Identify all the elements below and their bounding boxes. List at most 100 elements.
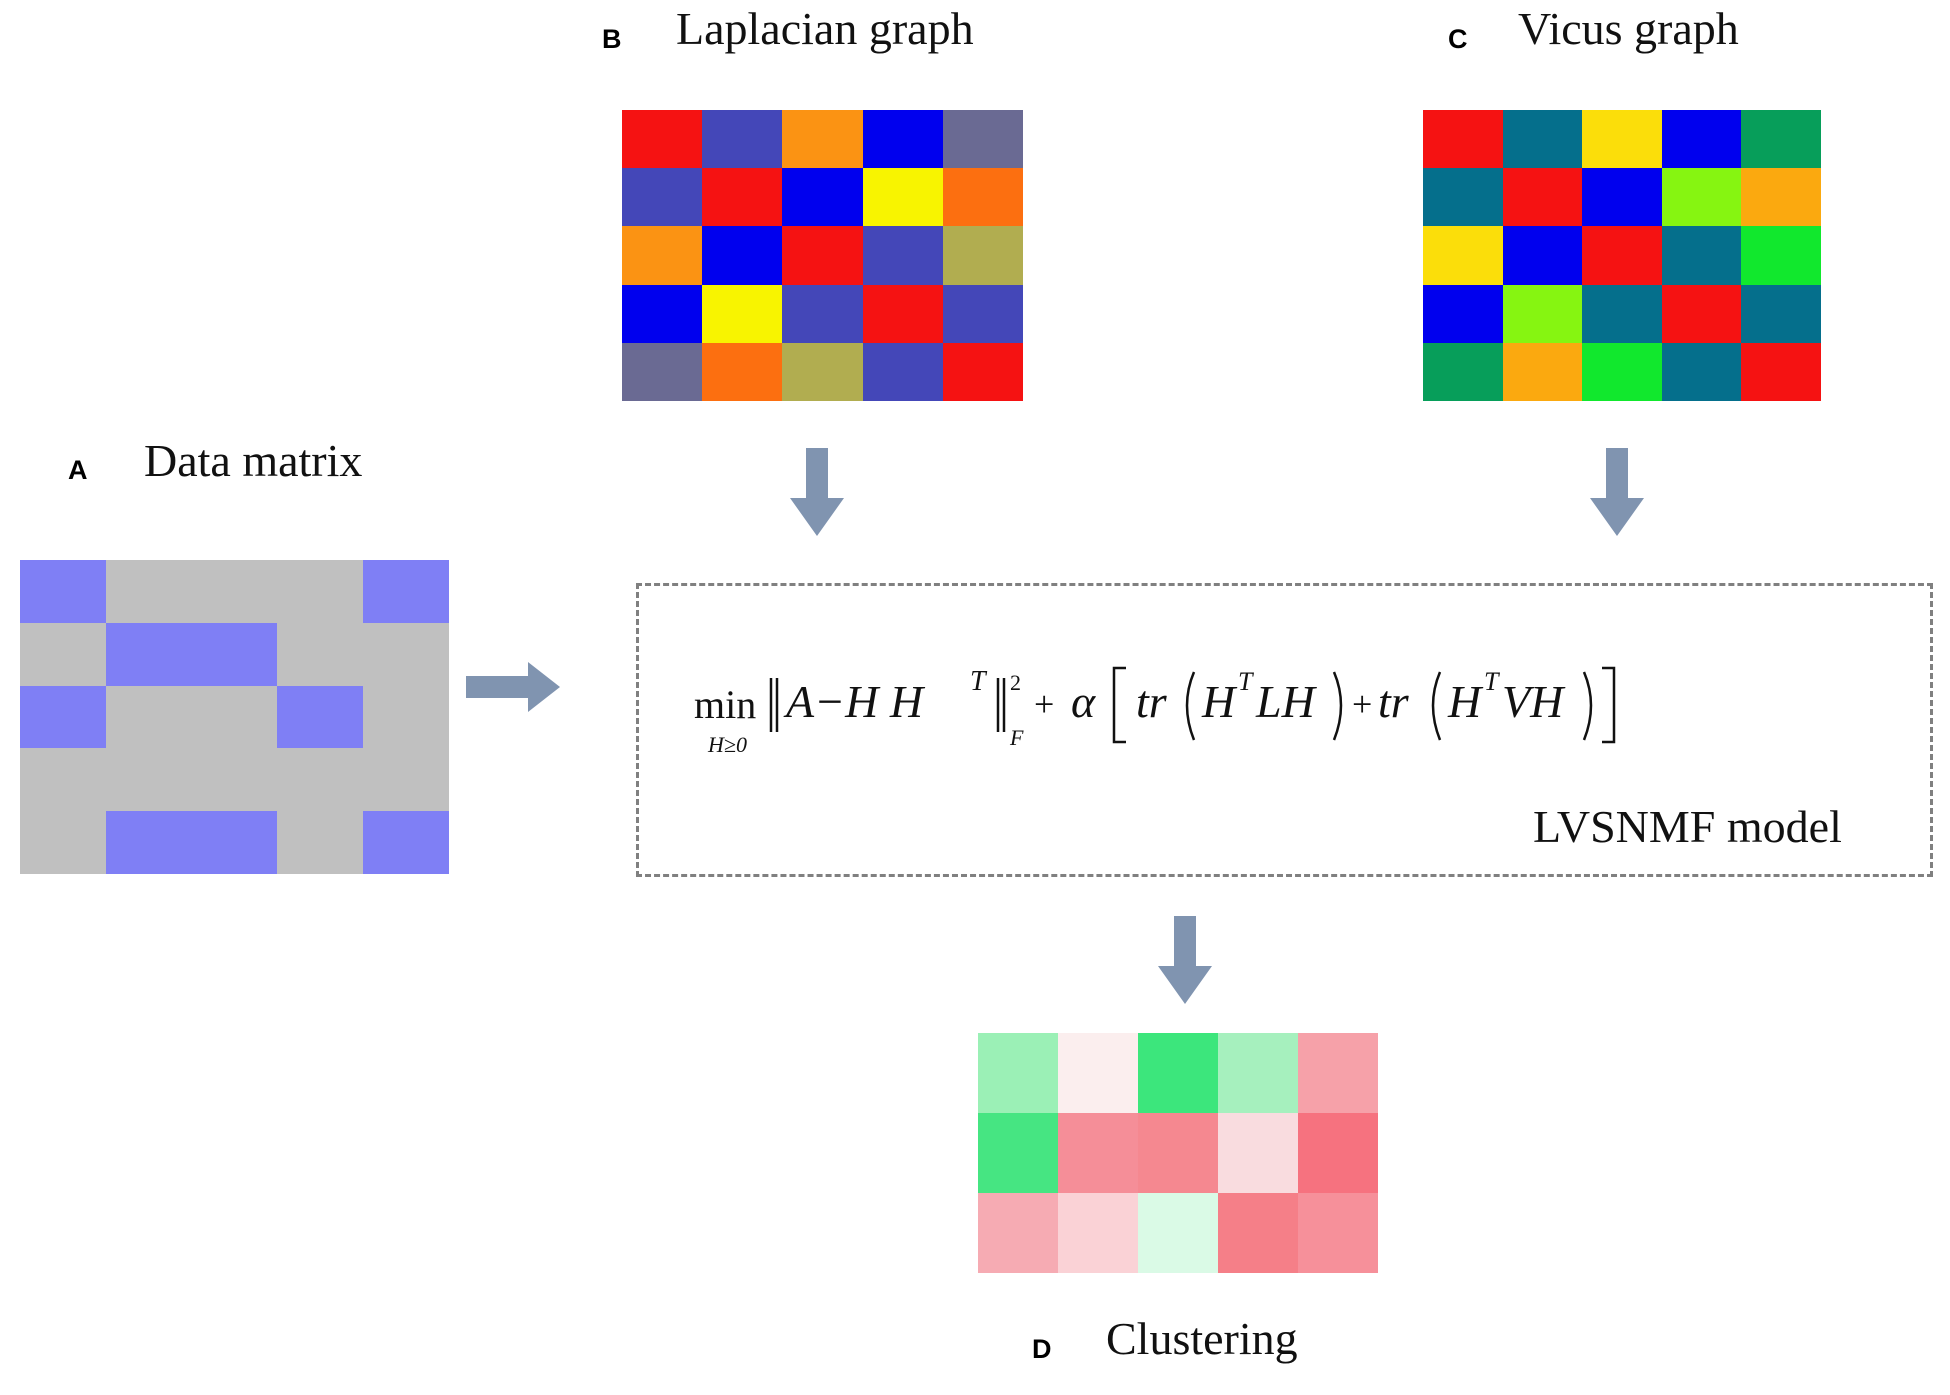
vicus-cell: [1661, 342, 1742, 401]
clustering-cell: [978, 1033, 1058, 1113]
laplacian-cell: [942, 342, 1023, 401]
laplacian-cell: [702, 168, 783, 227]
data-matrix-cell: [191, 560, 278, 623]
vicus-cell: [1661, 168, 1742, 227]
clustering-cell: [1218, 1193, 1298, 1273]
vicus-cell: [1502, 342, 1583, 401]
data-matrix-cell: [105, 811, 192, 874]
data-matrix-cell: [105, 748, 192, 812]
panel-d-letter: D: [1032, 1334, 1052, 1364]
laplacian-cell: [622, 168, 703, 227]
data-matrix-cell: [20, 622, 106, 686]
panel-b-title: Laplacian graph: [676, 3, 974, 54]
clustering-cell: [1058, 1193, 1138, 1273]
laplacian-cell: [862, 226, 943, 285]
vicus-cell: [1423, 226, 1503, 285]
data-matrix-cell: [277, 748, 364, 812]
formula-alpha: α: [1071, 676, 1096, 727]
data-matrix-cell: [277, 560, 364, 623]
formula-term1-sup: T: [1238, 667, 1254, 696]
clustering-cell: [1138, 1113, 1218, 1193]
data-matrix-cell: [20, 560, 106, 623]
laplacian-cell: [862, 342, 943, 401]
data-matrix-cell: [277, 622, 364, 686]
clustering-grid: [978, 1033, 1378, 1273]
panel-a-letter: A: [68, 455, 88, 485]
panel-a-title: Data matrix: [144, 435, 363, 486]
data-matrix-cell: [277, 685, 364, 749]
arrow-down-icon-c: [1590, 448, 1644, 536]
laplacian-cell: [782, 110, 863, 169]
vicus-cell: [1582, 342, 1662, 401]
formula-norm-sub: F: [1009, 725, 1024, 750]
vicus-cell: [1741, 168, 1821, 227]
clustering-cell: [1058, 1113, 1138, 1193]
vicus-cell: [1741, 110, 1821, 169]
clustering-cell: [1298, 1033, 1378, 1113]
data-matrix-cell: [20, 685, 106, 749]
formula-constraint: H≥0: [707, 732, 747, 757]
formula-term1-tr: tr: [1136, 676, 1168, 727]
vicus-cell: [1582, 168, 1662, 227]
vicus-cell: [1582, 110, 1662, 169]
vicus-cell: [1423, 110, 1503, 169]
laplacian-cell: [862, 110, 943, 169]
clustering-cell: [1218, 1033, 1298, 1113]
vicus-graph-grid: [1423, 110, 1821, 401]
laplacian-cell: [702, 110, 783, 169]
clustering-cell: [1138, 1033, 1218, 1113]
data-matrix-cell: [20, 748, 106, 812]
panel-c-letter: C: [1448, 24, 1468, 54]
data-matrix-cell: [105, 560, 192, 623]
data-matrix-cell: [20, 811, 106, 874]
data-matrix-cell: [191, 685, 278, 749]
clustering-cell: [1298, 1113, 1378, 1193]
formula-norm-sup: 2: [1010, 670, 1021, 695]
data-matrix-cell: [191, 748, 278, 812]
data-matrix-cell: [363, 811, 449, 874]
laplacian-cell: [862, 284, 943, 343]
laplacian-cell: [942, 168, 1023, 227]
lvsnmf-model-box: [636, 583, 1933, 877]
vicus-cell: [1502, 226, 1583, 285]
formula-term2-tr: tr: [1378, 676, 1410, 727]
vicus-cell: [1661, 284, 1742, 343]
formula-plus2: +: [1352, 684, 1372, 724]
lvsnmf-model-label: LVSNMF model: [1533, 801, 1842, 852]
data-matrix-cell: [277, 811, 364, 874]
vicus-cell: [1502, 110, 1583, 169]
laplacian-cell: [782, 284, 863, 343]
laplacian-cell: [622, 284, 703, 343]
vicus-cell: [1741, 226, 1821, 285]
clustering-cell: [1058, 1033, 1138, 1113]
panel-d-title: Clustering: [1106, 1313, 1298, 1364]
formula-lhs-sup: T: [970, 666, 988, 697]
laplacian-cell: [782, 342, 863, 401]
laplacian-cell: [782, 226, 863, 285]
vicus-cell: [1423, 342, 1503, 401]
formula-plus: +: [1034, 684, 1054, 724]
laplacian-cell: [702, 284, 783, 343]
data-matrix-cell: [191, 811, 278, 874]
laplacian-cell: [942, 226, 1023, 285]
vicus-cell: [1741, 342, 1821, 401]
vicus-cell: [1582, 284, 1662, 343]
arrow-down-icon-b: [790, 448, 844, 536]
formula-term1-rest: LH: [1255, 676, 1318, 727]
formula-term1-h: H: [1201, 676, 1238, 727]
laplacian-cell: [782, 168, 863, 227]
laplacian-cell: [862, 168, 943, 227]
arrow-right-icon: [466, 662, 560, 712]
clustering-cell: [978, 1113, 1058, 1193]
data-matrix-cell: [105, 685, 192, 749]
laplacian-cell: [702, 226, 783, 285]
clustering-cell: [1298, 1193, 1378, 1273]
formula-term2-sup: T: [1484, 667, 1500, 696]
data-matrix-cell: [363, 622, 449, 686]
vicus-cell: [1741, 284, 1821, 343]
laplacian-cell: [702, 342, 783, 401]
formula-term2-h: H: [1447, 676, 1484, 727]
data-matrix-cell: [363, 748, 449, 812]
laplacian-cell: [622, 342, 703, 401]
vicus-cell: [1661, 226, 1742, 285]
